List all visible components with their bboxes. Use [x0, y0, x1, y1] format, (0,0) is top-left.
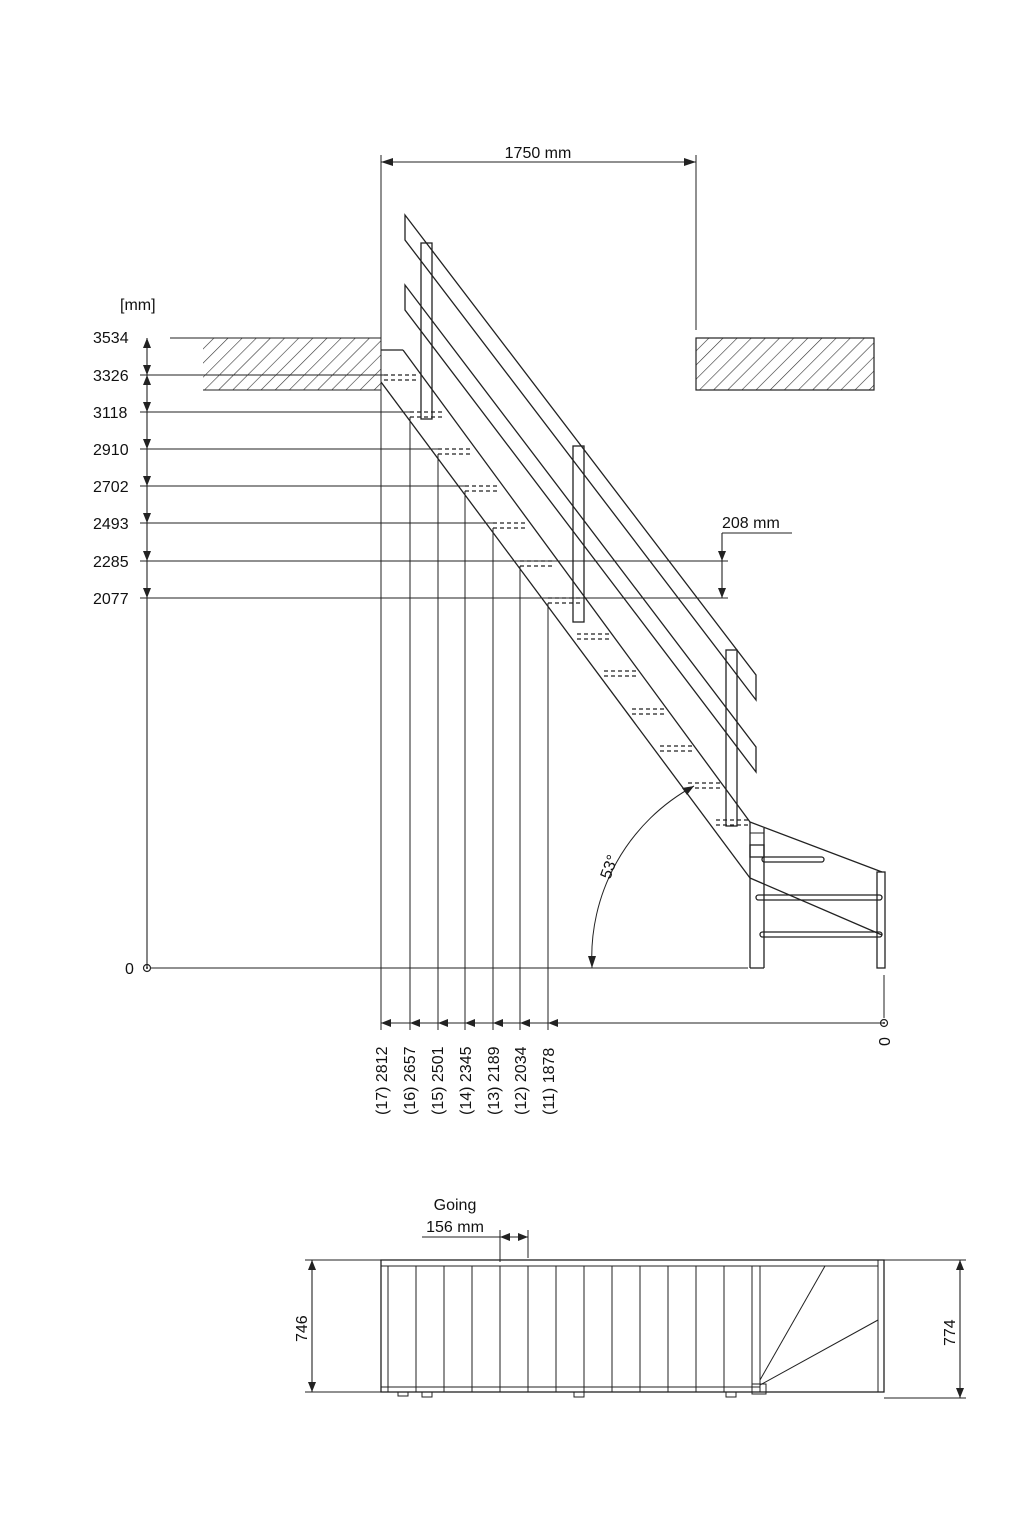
height-label: 3534 [93, 330, 129, 347]
angle-label: 53° [598, 853, 622, 882]
height-label: 2493 [93, 516, 129, 533]
plan-view: Going 156 mm [294, 1197, 966, 1399]
right-floor-slab [695, 337, 875, 391]
step-position-label: (15) 2501 [430, 1046, 447, 1115]
height-label: 3326 [93, 368, 129, 385]
height-label: 2285 [93, 554, 129, 571]
step-position-label: (17) 2812 [374, 1046, 391, 1115]
height-label: 2077 [93, 591, 129, 608]
opening-width-dimension: 1750 mm [380, 145, 697, 338]
plan-width-right: 774 [942, 1319, 959, 1346]
step-position-label: (13) 2189 [486, 1046, 503, 1115]
riser-height-label: 208 mm [722, 515, 780, 532]
left-floor-slab [203, 338, 381, 390]
height-label: 2910 [93, 442, 129, 459]
unit-label: [mm] [120, 297, 156, 314]
height-label: 3118 [93, 405, 128, 422]
step-position-label: (12) 2034 [513, 1046, 530, 1115]
going-value: 156 mm [426, 1219, 484, 1236]
stair-treads [384, 374, 748, 826]
going-title: Going [434, 1197, 477, 1214]
height-dimension-chain [142, 338, 152, 973]
height-levels: 3534 3326 3118 2910 2702 2493 2285 2077 … [93, 330, 748, 978]
height-label: 2702 [93, 479, 129, 496]
side-view: 1750 mm [mm] 3534 3326 3118 2910 2702 24… [93, 145, 894, 1115]
winder-steps [749, 821, 886, 969]
handrails [404, 213, 757, 827]
step-position-label: (16) 2657 [402, 1046, 419, 1115]
height-label: 0 [125, 961, 134, 978]
plan-treads [387, 1265, 879, 1398]
riser-height-dimension: 208 mm [718, 515, 792, 598]
step-projection-lines [380, 390, 885, 1030]
opening-width-label: 1750 mm [505, 145, 572, 162]
step-position-label: (11) 1878 [541, 1048, 558, 1115]
angle-indicator: 53° [588, 785, 695, 969]
step-position-label: (14) 2345 [458, 1046, 475, 1115]
step-position-dimension: (17) 2812 (16) 2657 (15) 2501 (14) 2345 … [374, 1018, 894, 1115]
plan-width-left: 746 [294, 1315, 311, 1342]
base-zero-label: 0 [877, 1037, 894, 1046]
